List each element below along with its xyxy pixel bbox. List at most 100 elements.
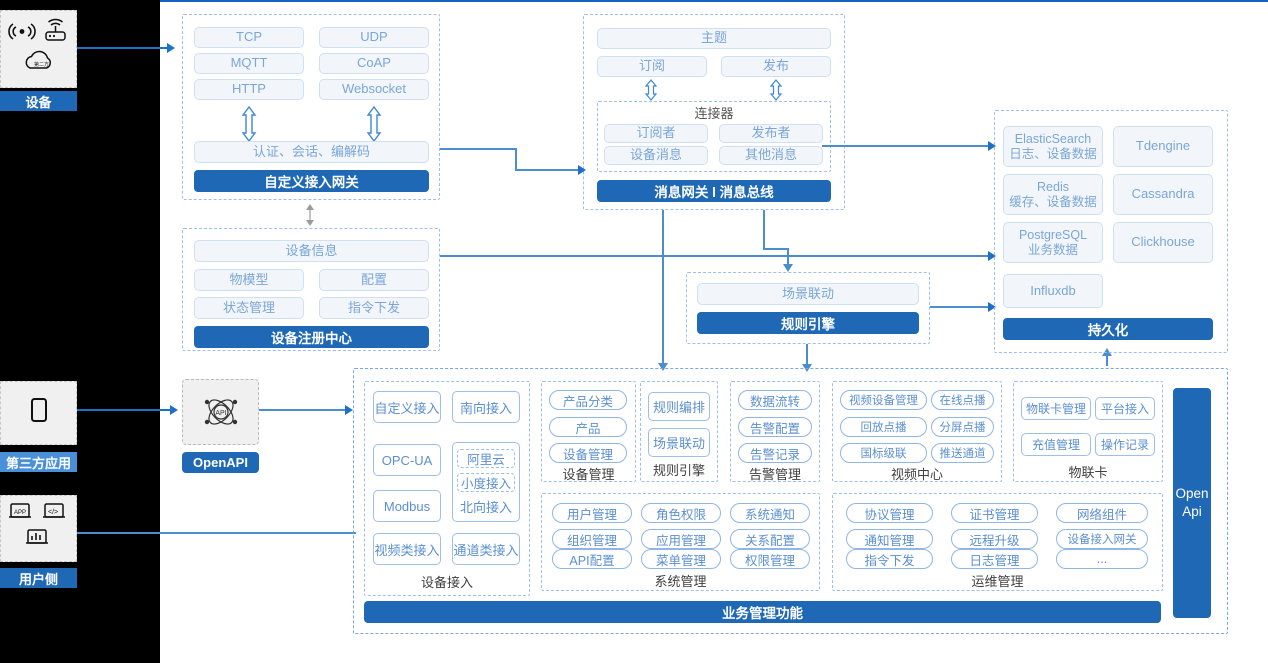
wifi-signal-icon bbox=[7, 23, 36, 40]
sys-role-permission[interactable]: 角色权限 bbox=[641, 503, 721, 523]
registry-thing-model[interactable]: 物模型 bbox=[194, 269, 304, 291]
sys-notification[interactable]: 系统通知 bbox=[730, 503, 810, 523]
registry-to-persistence-line bbox=[440, 255, 992, 257]
message-footer[interactable]: 消息网关 l 消息总线 bbox=[597, 180, 831, 202]
video-gb-cascade[interactable]: 国标级联 bbox=[840, 443, 927, 463]
connector-title: 连接器 bbox=[694, 105, 734, 121]
ops-device-gateway[interactable]: 设备接入网关 bbox=[1056, 529, 1148, 549]
user-side-label: 用户侧 bbox=[0, 568, 77, 588]
registry-config[interactable]: 配置 bbox=[319, 269, 429, 291]
api-atom-icon: API bbox=[204, 399, 237, 425]
sys-permission-manage[interactable]: 权限管理 bbox=[730, 549, 810, 569]
chart-monitor-icon bbox=[25, 528, 48, 544]
store-redis[interactable]: Redis 缓存、设备数据 bbox=[1003, 174, 1103, 215]
device-access-xiaodu[interactable]: 小度接入 bbox=[457, 472, 515, 492]
store-cassandra[interactable]: Cassandra bbox=[1113, 174, 1213, 215]
connector-other-message[interactable]: 其他消息 bbox=[719, 146, 823, 165]
store-influxdb[interactable]: Influxdb bbox=[1003, 274, 1103, 308]
protocol-mqtt[interactable]: MQTT bbox=[194, 53, 304, 74]
video-split-screen[interactable]: 分屏点播 bbox=[931, 417, 994, 437]
registry-command-dispatch[interactable]: 指令下发 bbox=[319, 297, 429, 319]
protocol-tcp[interactable]: TCP bbox=[194, 27, 304, 48]
message-publish[interactable]: 发布 bbox=[721, 56, 831, 77]
iot-card-manage[interactable]: 物联卡管理 bbox=[1021, 397, 1091, 420]
registry-device-info[interactable]: 设备信息 bbox=[194, 240, 429, 262]
video-push-channel[interactable]: 推送通道 bbox=[931, 443, 994, 463]
gateway-panel bbox=[182, 14, 440, 200]
sys-relation-config[interactable]: 关系配置 bbox=[730, 529, 810, 549]
device-access-opcua[interactable]: OPC-UA bbox=[373, 444, 441, 476]
iot-card-recharge[interactable]: 充值管理 bbox=[1021, 433, 1091, 456]
device-access-video[interactable]: 视频类接入 bbox=[373, 533, 441, 565]
protocol-websocket[interactable]: Websocket bbox=[319, 79, 429, 100]
rule-engine-group bbox=[640, 381, 718, 482]
protocol-http[interactable]: HTTP bbox=[194, 79, 304, 100]
openapi-vertical-bar[interactable]: Open Api bbox=[1173, 388, 1211, 618]
ops-command-dispatch[interactable]: 指令下发 bbox=[846, 549, 933, 569]
rule-scene-linkage[interactable]: 场景联动 bbox=[697, 283, 919, 305]
alarm-config[interactable]: 告警配置 bbox=[738, 417, 812, 437]
sys-org-manage[interactable]: 组织管理 bbox=[552, 529, 632, 549]
device-access-aliyun[interactable]: 阿里云 bbox=[457, 448, 515, 468]
video-center-group-label: 视频中心 bbox=[890, 466, 943, 482]
device-access-channel[interactable]: 通道类接入 bbox=[452, 533, 520, 565]
alarm-record[interactable]: 告警记录 bbox=[738, 443, 812, 463]
video-live-play[interactable]: 在线点播 bbox=[931, 390, 994, 410]
system-manage-group-label: 系统管理 bbox=[654, 573, 707, 589]
connector-publisher[interactable]: 发布者 bbox=[719, 124, 823, 143]
iot-card-group-label: 物联卡 bbox=[1068, 464, 1108, 480]
device-access-group bbox=[364, 381, 530, 596]
top-accent-line bbox=[160, 0, 1268, 2]
sys-app-manage[interactable]: 应用管理 bbox=[641, 529, 721, 549]
protocol-udp[interactable]: UDP bbox=[319, 27, 429, 48]
persistence-footer[interactable]: 持久化 bbox=[1003, 318, 1213, 340]
store-tdengine[interactable]: Tdengine bbox=[1113, 126, 1213, 167]
gateway-middle-row[interactable]: 认证、会话、编解码 bbox=[194, 141, 429, 163]
protocol-coap[interactable]: CoAP bbox=[319, 53, 429, 74]
device-manage-group bbox=[541, 381, 636, 482]
gateway-to-message-v bbox=[515, 148, 517, 171]
device-manage-device[interactable]: 设备管理 bbox=[549, 443, 627, 463]
device-access-modbus[interactable]: Modbus bbox=[373, 490, 441, 522]
rule-engine-scene[interactable]: 场景联动 bbox=[648, 428, 710, 457]
registry-footer[interactable]: 设备注册中心 bbox=[194, 326, 429, 348]
ops-remote-upgrade[interactable]: 远程升级 bbox=[951, 529, 1038, 549]
device-manage-product-category[interactable]: 产品分类 bbox=[549, 390, 627, 410]
openapi-label[interactable]: OpenAPI bbox=[182, 452, 259, 473]
store-clickhouse[interactable]: Clickhouse bbox=[1113, 222, 1213, 263]
sys-user-manage[interactable]: 用户管理 bbox=[552, 503, 632, 523]
video-playback[interactable]: 回放点播 bbox=[840, 417, 927, 437]
ops-log-manage[interactable]: 日志管理 bbox=[951, 549, 1038, 569]
message-topic[interactable]: 主题 bbox=[597, 28, 831, 49]
gateway-footer[interactable]: 自定义接入网关 bbox=[194, 170, 429, 192]
sys-api-config[interactable]: API配置 bbox=[552, 549, 632, 569]
rule-engine-orchestration[interactable]: 规则编排 bbox=[648, 392, 710, 421]
rule-footer[interactable]: 规则引擎 bbox=[697, 312, 919, 334]
iot-card-platform-access[interactable]: 平台接入 bbox=[1095, 397, 1155, 420]
sys-menu-manage[interactable]: 菜单管理 bbox=[641, 549, 721, 569]
message-subscribe[interactable]: 订阅 bbox=[597, 56, 707, 77]
device-access-custom[interactable]: 自定义接入 bbox=[373, 391, 441, 423]
business-footer[interactable]: 业务管理功能 bbox=[364, 601, 1161, 623]
alarm-data-flow[interactable]: 数据流转 bbox=[738, 390, 812, 410]
iot-card-operation-log[interactable]: 操作记录 bbox=[1095, 433, 1155, 456]
ops-protocol-manage[interactable]: 协议管理 bbox=[846, 503, 933, 523]
ops-notify-manage[interactable]: 通知管理 bbox=[846, 529, 933, 549]
ops-network-component[interactable]: 网络组件 bbox=[1056, 503, 1148, 523]
connector-subscriber[interactable]: 订阅者 bbox=[604, 124, 708, 143]
device-manage-product[interactable]: 产品 bbox=[549, 417, 627, 437]
connector-device-message[interactable]: 设备消息 bbox=[604, 146, 708, 165]
ops-manage-group-label: 运维管理 bbox=[971, 573, 1024, 589]
ops-cert-manage[interactable]: 证书管理 bbox=[951, 503, 1038, 523]
store-elasticsearch[interactable]: ElasticSearch 日志、设备数据 bbox=[1003, 126, 1103, 167]
registry-status-manage[interactable]: 状态管理 bbox=[194, 297, 304, 319]
store-postgresql[interactable]: PostgreSQL 业务数据 bbox=[1003, 222, 1103, 263]
msgbus-to-rule-v1 bbox=[763, 210, 765, 250]
device-label: 设备 bbox=[0, 91, 77, 111]
openapi-to-business-line bbox=[259, 409, 349, 411]
ops-more[interactable]: ... bbox=[1056, 549, 1148, 569]
video-device-manage[interactable]: 视频设备管理 bbox=[840, 390, 927, 410]
alarm-manage-group-label: 告警管理 bbox=[748, 466, 801, 482]
gateway-registry-double-arrow bbox=[306, 204, 314, 226]
device-access-southbound[interactable]: 南向接入 bbox=[452, 391, 520, 423]
